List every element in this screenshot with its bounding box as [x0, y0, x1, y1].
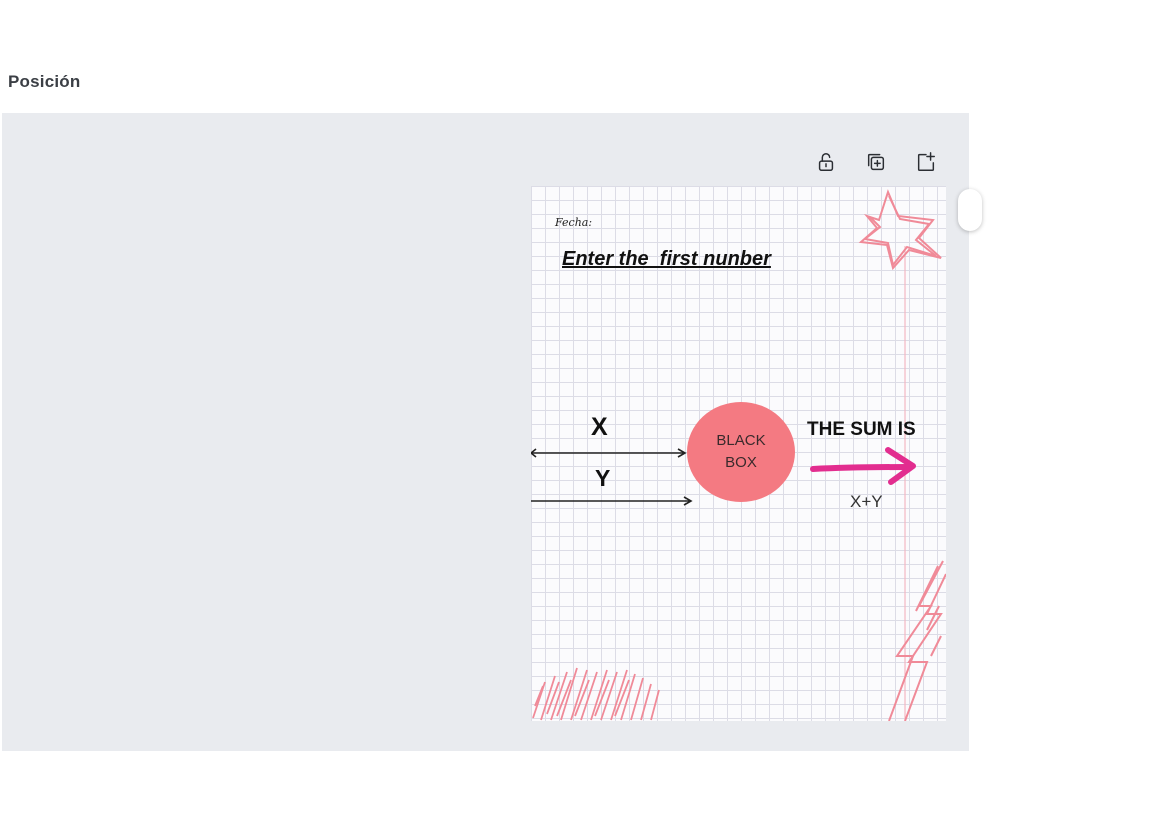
page-toolbar [812, 149, 940, 175]
sum-expression[interactable]: X+Y [850, 492, 883, 511]
unlock-icon [818, 153, 834, 171]
position-panel-title: Posición [8, 72, 81, 91]
unlock-button[interactable] [812, 149, 840, 175]
page-drawing-layer [531, 189, 946, 721]
star-doodle-icon [858, 189, 942, 271]
page-heading[interactable]: Enter the first nunber [562, 248, 771, 270]
duplicate-page-icon [867, 153, 885, 171]
page-side-handle[interactable] [958, 189, 982, 231]
input-x-label[interactable]: X [591, 413, 608, 441]
input-arrows [531, 448, 693, 506]
output-arrow-icon [810, 447, 916, 485]
black-box-circle[interactable]: BLACK BOX [687, 402, 795, 502]
date-label[interactable]: Fecha: [555, 216, 593, 229]
design-page[interactable]: Fecha: Enter the first nunber X Y BLACK … [531, 186, 946, 721]
scribble-doodle-icon [532, 667, 660, 721]
add-page-button[interactable] [912, 149, 940, 175]
lightning-doodle-icon [888, 560, 946, 721]
input-y-label[interactable]: Y [595, 465, 611, 491]
sum-title[interactable]: THE SUM IS [807, 419, 916, 440]
black-box-label: BLACK BOX [716, 432, 766, 471]
duplicate-page-button[interactable] [862, 149, 890, 175]
add-page-icon [917, 152, 935, 171]
